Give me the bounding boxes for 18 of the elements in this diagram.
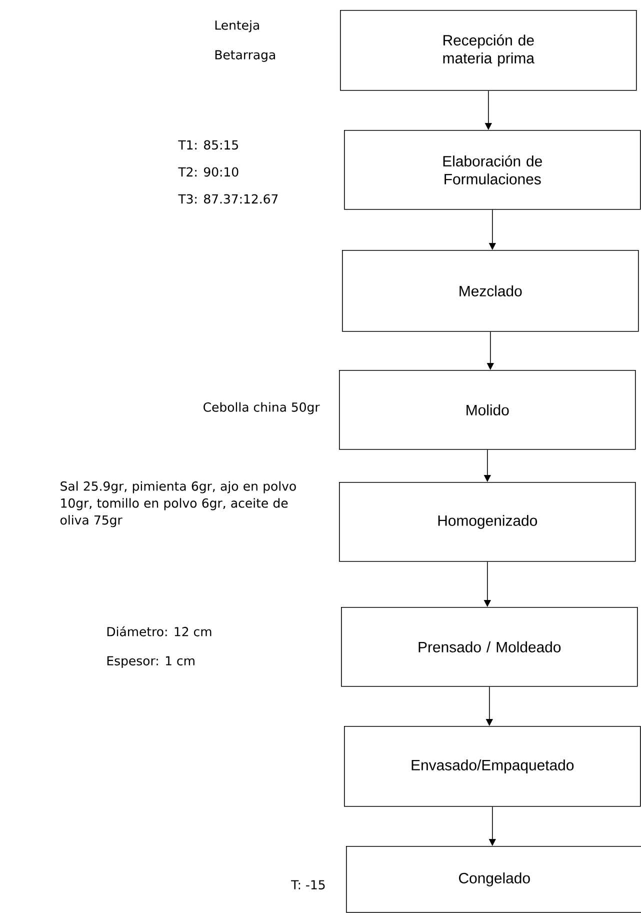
- process-box: Prensado / Moldeado: [341, 607, 638, 687]
- process-box: Elaboración de Formulaciones: [344, 130, 641, 210]
- side-note: Sal 25.9gr, pimienta 6gr, ajo en polvo 10gr, tomillo en polvo 6gr, aceite de oliva 75gr: [60, 481, 296, 528]
- process-box: Recepción de materia prima: [340, 10, 637, 91]
- process-box: Mezclado: [342, 250, 639, 332]
- side-note: T1: 85:15: [178, 140, 238, 150]
- side-note: Espesor: 1 cm: [107, 656, 194, 668]
- process-box: Envasado/Empaquetado: [344, 726, 641, 807]
- process-box: Homogenizado: [339, 482, 636, 562]
- side-note: T2: 90:10: [178, 167, 238, 177]
- side-note: Diámetro: 12 cm: [107, 626, 212, 636]
- side-note: Betarraga: [215, 50, 275, 62]
- process-box: Molido: [339, 370, 636, 450]
- side-note: Lenteja: [215, 20, 259, 32]
- side-note: T3: 87.37:12.67: [178, 194, 278, 204]
- side-note: Cebolla china 50gr: [204, 402, 320, 414]
- side-note: T: -15: [291, 880, 325, 890]
- process-box: Congelado: [346, 846, 641, 913]
